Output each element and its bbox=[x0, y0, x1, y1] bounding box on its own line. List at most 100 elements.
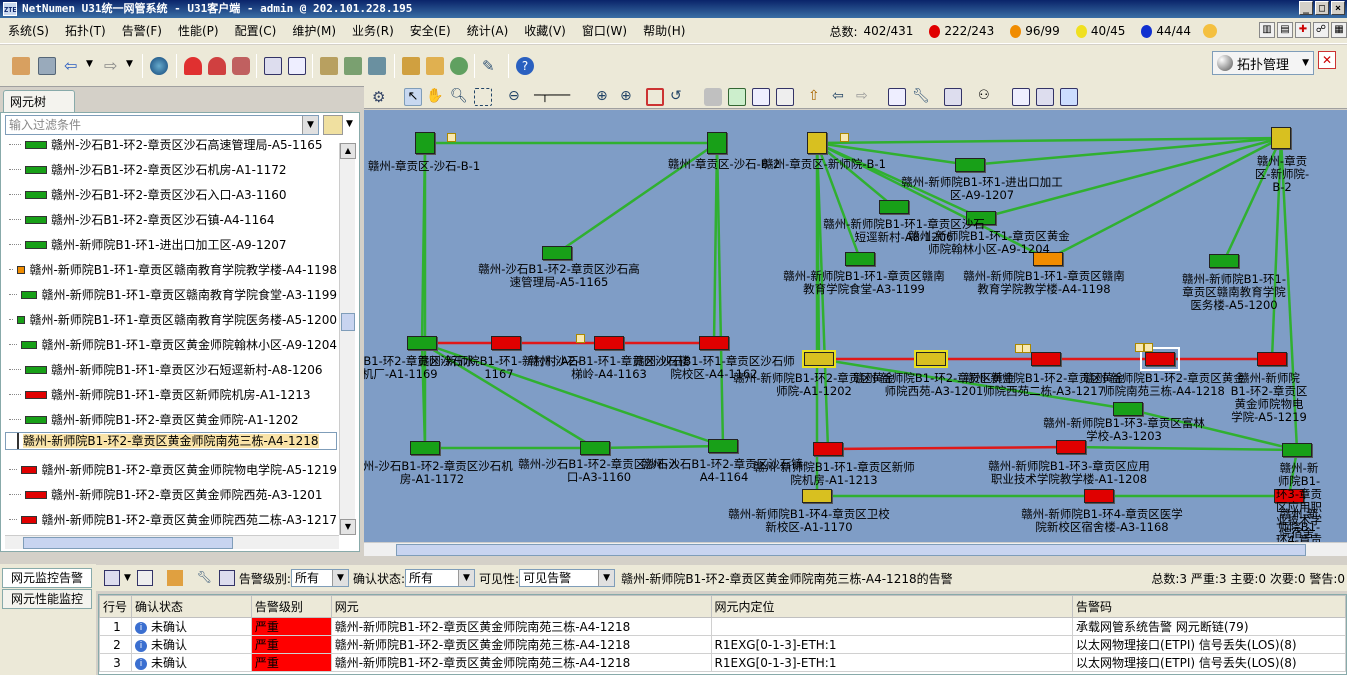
network-element-icon[interactable] bbox=[542, 246, 572, 260]
router-icon[interactable] bbox=[415, 132, 435, 154]
router-icon[interactable] bbox=[807, 132, 827, 154]
tree-horizontal-scrollbar[interactable] bbox=[5, 535, 339, 549]
forward-icon[interactable]: ⇨ bbox=[104, 56, 118, 75]
view-icon[interactable] bbox=[1012, 88, 1030, 106]
find-icon[interactable] bbox=[888, 88, 906, 106]
zoom-out-icon[interactable]: ⊖ bbox=[508, 88, 520, 104]
menu-performance[interactable]: 性能(P) bbox=[177, 23, 219, 38]
network-element-icon[interactable] bbox=[1282, 443, 1312, 457]
report-icon[interactable]: ▦ bbox=[1331, 22, 1347, 38]
network-element-icon[interactable] bbox=[914, 350, 948, 368]
refresh-icon[interactable]: ↺ bbox=[670, 88, 682, 104]
tree-vertical-scrollbar[interactable]: ▲ ▼ bbox=[339, 143, 356, 535]
topology-node-label[interactable]: 赣州-新师院B1-环1-章贡区沙石短逕新村-A8-1206 bbox=[823, 217, 985, 244]
minor-summary[interactable]: 40/45 bbox=[1075, 24, 1125, 38]
topology-horizontal-scrollbar[interactable] bbox=[364, 542, 1347, 556]
filter-icon[interactable] bbox=[323, 115, 343, 135]
columns-icon[interactable] bbox=[104, 570, 120, 586]
menu-security[interactable]: 安全(E) bbox=[409, 23, 451, 38]
zoom-area-icon[interactable] bbox=[474, 88, 492, 106]
back-icon[interactable]: ⇦ bbox=[64, 56, 78, 75]
scroll-thumb[interactable] bbox=[396, 544, 1306, 556]
column-header-no[interactable]: 行号 bbox=[99, 595, 132, 618]
import-icon[interactable] bbox=[426, 57, 444, 75]
tree-item[interactable]: 赣州-新师院B1-环1-章贡区赣南教育学院医务楼-A5-1200 bbox=[5, 307, 337, 332]
zoom-slider[interactable]: ─┬─── bbox=[534, 88, 571, 102]
topology-node-label[interactable]: 赣州-新师院B1-环2-章贡区黄金师院南苑三栋-A4-1218 bbox=[1083, 371, 1245, 398]
filter-input[interactable]: 输入过滤条件 ▼ bbox=[5, 115, 319, 135]
history-alarm-icon[interactable] bbox=[208, 57, 226, 75]
visibility-select[interactable]: 可见告警▼ bbox=[519, 569, 616, 587]
alarm-list-icon[interactable]: ▤ bbox=[1277, 22, 1293, 38]
topology-node-label[interactable]: 赣州-新师院B1-环4-章贡区医学院新校区宿舍楼-A3-1168 bbox=[1021, 507, 1183, 534]
tree-item[interactable]: 赣州-新师院B1-环1-章贡区新师院机房-A1-1213 bbox=[5, 382, 337, 407]
pin-icon[interactable]: ✎ bbox=[482, 57, 495, 75]
help-icon[interactable]: ? bbox=[516, 57, 534, 75]
column-header-level[interactable]: 告警级别 bbox=[250, 595, 332, 618]
network-element-icon[interactable] bbox=[1257, 352, 1287, 366]
next-icon[interactable]: ⇨ bbox=[856, 88, 868, 104]
menu-config[interactable]: 配置(C) bbox=[234, 23, 277, 38]
back-dropdown-icon[interactable]: ▼ bbox=[86, 59, 93, 69]
binoculars-icon[interactable]: ⚇ bbox=[978, 88, 990, 103]
topology-node-label[interactable]: 赣州-新师院B1-环2-章贡区黄金师院-A1-1202 bbox=[733, 371, 895, 398]
scroll-thumb[interactable] bbox=[341, 313, 355, 331]
lock-screen-icon[interactable] bbox=[38, 57, 56, 75]
prev-icon[interactable]: ⇦ bbox=[832, 88, 844, 104]
network-element-icon[interactable] bbox=[491, 336, 521, 350]
network-element-icon[interactable] bbox=[708, 439, 738, 453]
menu-service[interactable]: 业务(R) bbox=[352, 23, 394, 38]
topology-node-label[interactable]: 赣州-新师院B1-环4-章贡区卫校新校区-A1-1170 bbox=[728, 507, 890, 534]
network-element-icon[interactable] bbox=[1031, 352, 1061, 366]
select-pointer-icon[interactable]: ↖ bbox=[404, 88, 422, 106]
layer-icon[interactable] bbox=[944, 88, 962, 106]
search-window-icon[interactable] bbox=[288, 57, 306, 75]
network-element-icon[interactable] bbox=[966, 211, 996, 225]
minimize-button[interactable]: _ bbox=[1299, 1, 1313, 15]
tree-item[interactable]: 赣州-新师院B1-环2-章贡区黄金师院南苑三栋-A4-1218 bbox=[5, 432, 337, 450]
topology-node-label[interactable]: 赣州-新师院B1-环1-章贡区新师院机房-A1-1213 bbox=[753, 460, 915, 487]
network-element-icon[interactable] bbox=[879, 200, 909, 214]
window-icon[interactable] bbox=[264, 57, 282, 75]
menu-topology[interactable]: 拓扑(T) bbox=[64, 23, 106, 38]
lock-icon[interactable] bbox=[704, 88, 722, 106]
topology-node-label[interactable]: 赣州-新师院B1-环1-章贡区黄金师院翰林小区-A9-1204 bbox=[908, 229, 1070, 256]
table-view-icon[interactable] bbox=[1060, 88, 1078, 106]
maximize-button[interactable]: □ bbox=[1315, 1, 1329, 15]
menu-statistics[interactable]: 统计(A) bbox=[466, 23, 509, 38]
tree-item[interactable]: 赣州-新师院B1-环1-章贡区赣南教育学院教学楼-A4-1198 bbox=[5, 257, 337, 282]
network-element-icon[interactable] bbox=[699, 336, 729, 350]
topology-node-label[interactable]: 赣州-沙石B1-环1-章贡区沙石师院校区-A4-1162 bbox=[633, 354, 795, 381]
topology-node-label[interactable]: 赣州-新师院B1-环2-章贡区黄金师院西苑二栋-A3-1217 bbox=[963, 371, 1125, 398]
alarm-config-icon[interactable] bbox=[232, 57, 250, 75]
filter-dropdown-icon[interactable]: ▼ bbox=[346, 119, 353, 129]
tab-ne-alarm-monitor[interactable]: 网元监控告警 bbox=[2, 568, 92, 588]
major-summary[interactable]: 96/99 bbox=[1010, 24, 1060, 38]
pan-hand-icon[interactable]: ✋ bbox=[426, 88, 444, 104]
ack-status-select[interactable]: 所有▼ bbox=[405, 569, 476, 587]
up-level-icon[interactable]: ⇧ bbox=[808, 88, 820, 104]
topology-node-label[interactable]: 赣州-沙石B1-环2-章贡区沙石水轮机厂-A1-1169 bbox=[364, 354, 475, 381]
topology-node-label[interactable]: 赣州-沙石B1-环2-章贡区沙石高速管理局-A5-1165 bbox=[478, 262, 640, 289]
wrench-icon[interactable]: 🔧︎ bbox=[196, 570, 213, 584]
topology-node-label[interactable]: 赣州-章贡区-沙石-B-1 bbox=[367, 159, 481, 173]
network-element-icon[interactable] bbox=[1033, 252, 1063, 266]
network-element-icon[interactable] bbox=[407, 336, 437, 350]
network-element-icon[interactable] bbox=[955, 158, 985, 172]
new-element-icon[interactable] bbox=[728, 88, 746, 106]
topology-icon[interactable] bbox=[344, 57, 362, 75]
sync-icon[interactable]: ✚ bbox=[1295, 22, 1311, 38]
topology-node-label[interactable]: 赣州-沙石B1-环2-章贡区沙石入口-A3-1160 bbox=[518, 457, 680, 484]
column-header-location[interactable]: 网元内定位 bbox=[710, 595, 1074, 618]
topology-node-label[interactable]: 赣州-沙石B1-环1-章贡区沙石楼梯岭-A4-1163 bbox=[528, 354, 690, 381]
network-element-icon[interactable] bbox=[1056, 440, 1086, 454]
network-element-icon[interactable] bbox=[1084, 489, 1114, 503]
network-element-icon[interactable] bbox=[580, 441, 610, 455]
menu-help[interactable]: 帮助(H) bbox=[643, 23, 686, 38]
network-element-icon[interactable] bbox=[1113, 402, 1143, 416]
export-icon[interactable] bbox=[402, 57, 420, 75]
topology-node-label[interactable]: 赣州-新师院B1-环4-章贡区医学院新校区教学楼-A2-1 bbox=[1276, 507, 1322, 543]
topology-node-label[interactable]: 赣州-新师院B1-环2-章贡区黄金师院西苑-A3-1201 bbox=[853, 371, 1015, 398]
scroll-down-icon[interactable]: ▼ bbox=[340, 519, 356, 535]
